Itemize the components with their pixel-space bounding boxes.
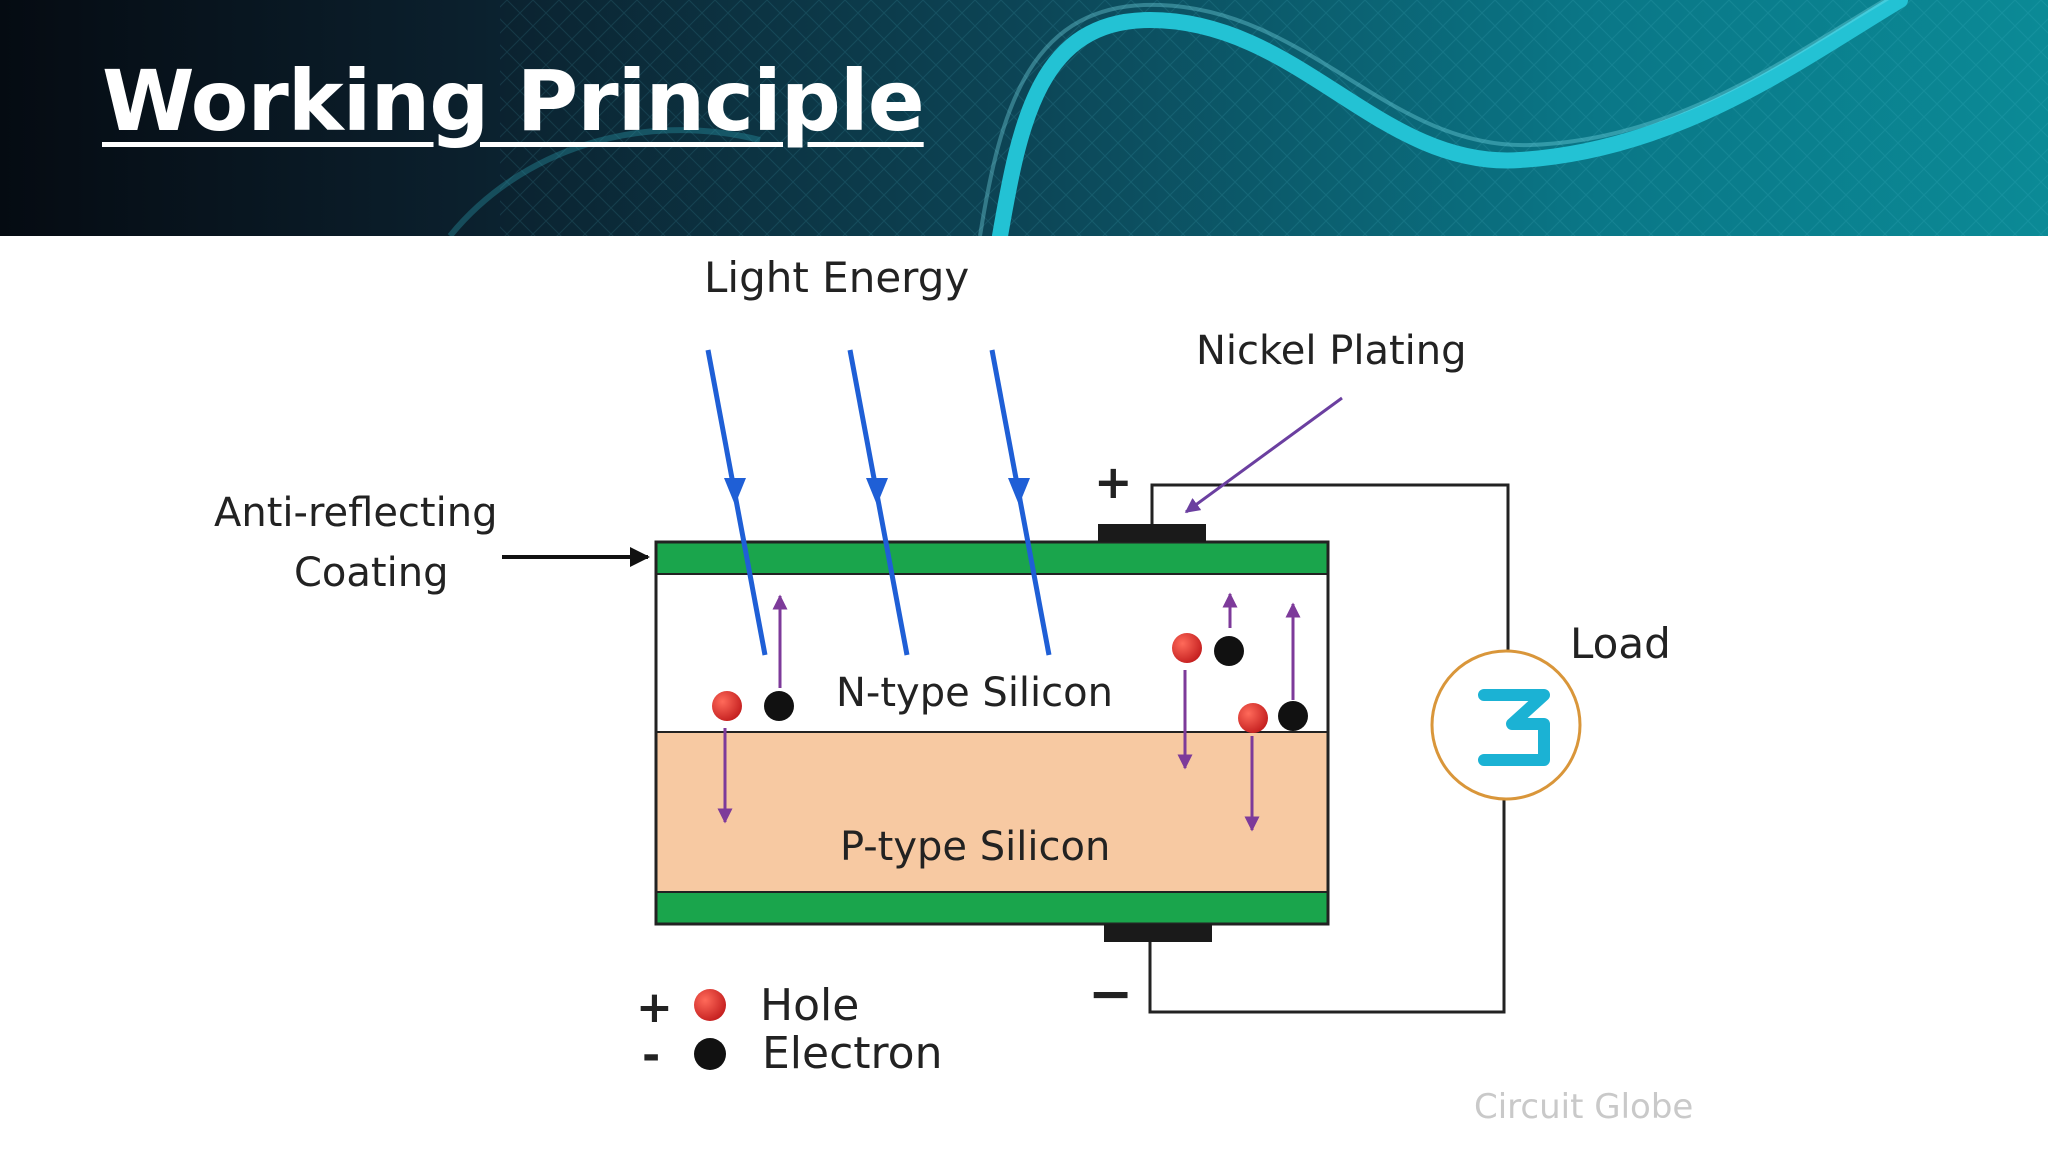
anti-reflective-coating-layer	[655, 541, 1329, 575]
legend-hole-sign: +	[636, 982, 673, 1033]
light-energy-label: Light Energy	[704, 253, 969, 302]
nickel-plating-label: Nickel Plating	[1196, 328, 1467, 374]
watermark-text: Circuit Globe	[1474, 1087, 1693, 1127]
n-type-silicon-label: N-type Silicon	[836, 670, 1113, 716]
header-wave	[992, 0, 1908, 236]
legend-hole-marker	[694, 989, 726, 1021]
legend-electron-marker	[694, 1038, 726, 1070]
negative-terminal-sign: −	[1088, 962, 1133, 1025]
light-ray-1-arrowhead	[724, 478, 746, 505]
light-ray-2-arrowhead	[866, 478, 888, 505]
bottom-contact-layer	[655, 891, 1329, 925]
light-ray-3	[989, 349, 1052, 656]
p-type-layer	[656, 732, 1328, 892]
anti-reflecting-label-line1: Anti-reflecting	[214, 490, 497, 536]
wire-top	[1150, 483, 1510, 660]
load-glyph-icon	[1478, 689, 1550, 766]
electron-particle	[1214, 636, 1244, 666]
header-background	[0, 0, 2048, 236]
hole-particle	[1172, 633, 1202, 663]
electron-particle	[764, 691, 794, 721]
p-type-silicon-label: P-type Silicon	[840, 824, 1110, 870]
positive-terminal-sign: +	[1094, 455, 1133, 509]
legend-electron-sign: -	[642, 1030, 660, 1081]
legend-hole-label: Hole	[760, 980, 859, 1031]
wire-bottom	[1148, 790, 1506, 1014]
light-ray-3-arrowhead	[1008, 478, 1030, 505]
header-banner: Working Principle	[0, 0, 2048, 236]
anti-reflecting-label-line2: Coating	[294, 550, 448, 596]
electron-particle	[1278, 701, 1308, 731]
bottom-nickel-contact	[1104, 924, 1212, 942]
load-symbol-ring	[1430, 649, 1582, 801]
light-ray-2	[847, 349, 910, 656]
hole-particle	[712, 691, 742, 721]
nickel-plating-pointer-arrow	[1184, 396, 1343, 514]
top-nickel-contact	[1098, 524, 1206, 542]
hole-particle	[1238, 703, 1268, 733]
page-title: Working Principle	[102, 52, 925, 150]
load-label: Load	[1570, 619, 1671, 668]
legend: + Hole - Electron	[636, 980, 942, 1081]
legend-electron-label: Electron	[762, 1028, 942, 1079]
light-ray-1	[705, 349, 768, 656]
